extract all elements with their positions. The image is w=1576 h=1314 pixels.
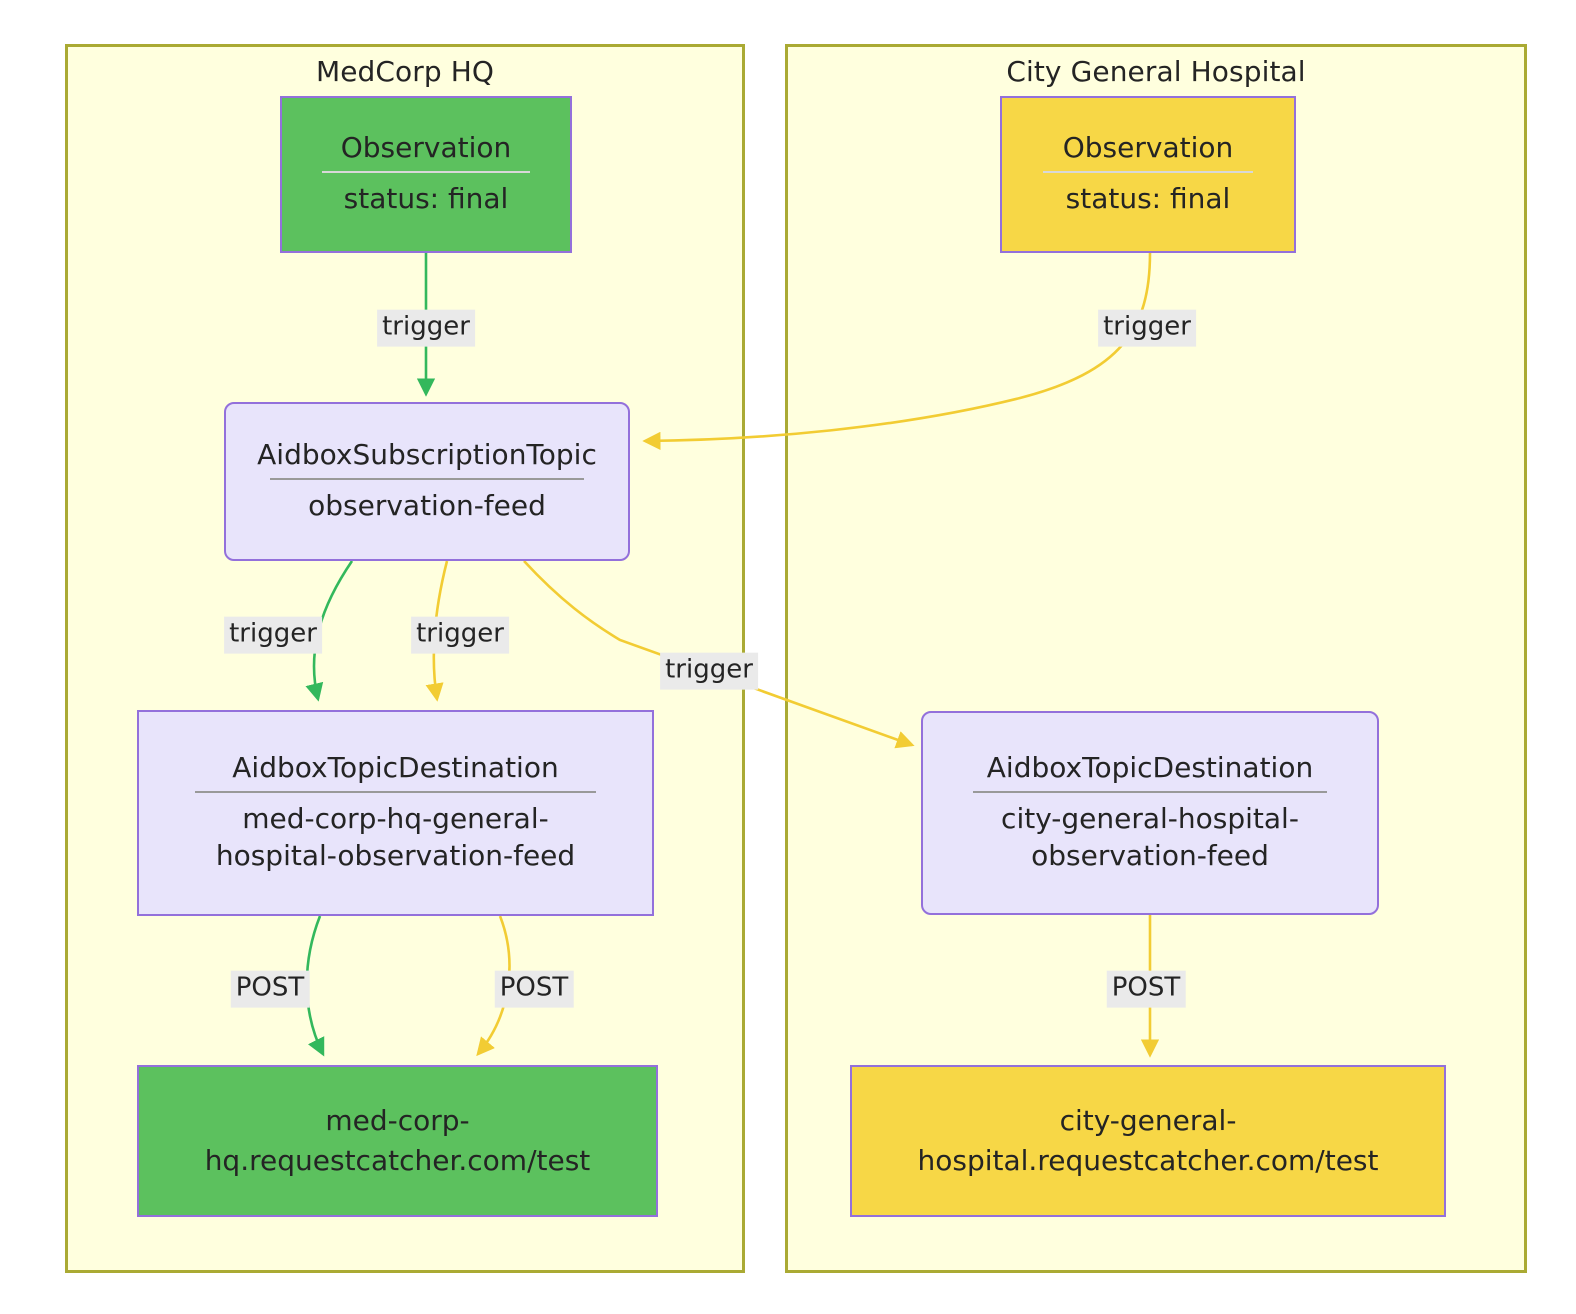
node-attribute: med-corp-hq-general- hospital-observatio… — [215, 802, 576, 873]
subgraph-title-city-general-hospital: City General Hospital — [1006, 55, 1306, 88]
node-divider — [1042, 170, 1254, 174]
node-observation-medcorp-hq[interactable]: Observation status: final — [280, 96, 572, 253]
node-attribute: status: final — [343, 182, 509, 216]
node-class-name: AidboxSubscriptionTopic — [257, 437, 597, 471]
node-endpoint-label: med-corp- hq.requestcatcher.com/test — [204, 1104, 591, 1177]
edge-label-post-dest-hq-yellow: POST — [494, 970, 574, 1008]
node-class-name: Observation — [1062, 130, 1234, 164]
node-divider — [195, 790, 596, 794]
node-aidbox-topic-destination-medcorp-hq[interactable]: AidboxTopicDestination med-corp-hq-gener… — [137, 710, 654, 916]
node-class-name: Observation — [340, 130, 512, 164]
edge-label-trigger-obs-cgh: trigger — [1098, 309, 1196, 347]
node-divider — [270, 477, 584, 481]
node-aidbox-topic-destination-city-general-hospital[interactable]: AidboxTopicDestination city-general-hosp… — [921, 711, 1379, 915]
edge-label-trigger-topic-dest-hq-green: trigger — [224, 616, 322, 654]
node-endpoint-city-general-hospital[interactable]: city-general- hospital.requestcatcher.co… — [850, 1065, 1446, 1217]
edge-label-post-dest-cgh: POST — [1106, 970, 1186, 1008]
node-attribute: status: final — [1065, 182, 1231, 216]
node-divider — [972, 790, 1328, 794]
node-aidbox-subscription-topic[interactable]: AidboxSubscriptionTopic observation-feed — [224, 402, 630, 561]
edge-label-trigger-topic-dest-cgh: trigger — [660, 652, 758, 690]
node-class-name: AidboxTopicDestination — [232, 750, 559, 784]
node-class-name: AidboxTopicDestination — [986, 750, 1314, 784]
edge-label-trigger-topic-dest-hq-yellow: trigger — [411, 616, 509, 654]
subgraph-title-medcorp-hq: MedCorp HQ — [315, 55, 495, 88]
edge-label-post-dest-hq-green: POST — [230, 970, 310, 1008]
node-attribute: observation-feed — [308, 489, 546, 523]
node-endpoint-label: city-general- hospital.requestcatcher.co… — [917, 1104, 1379, 1177]
node-observation-city-general-hospital[interactable]: Observation status: final — [1000, 96, 1296, 253]
edge-label-trigger-obs-hq: trigger — [377, 309, 475, 347]
node-attribute: city-general-hospital- observation-feed — [1001, 802, 1299, 873]
node-divider — [322, 170, 530, 174]
node-endpoint-medcorp-hq[interactable]: med-corp- hq.requestcatcher.com/test — [137, 1065, 658, 1217]
